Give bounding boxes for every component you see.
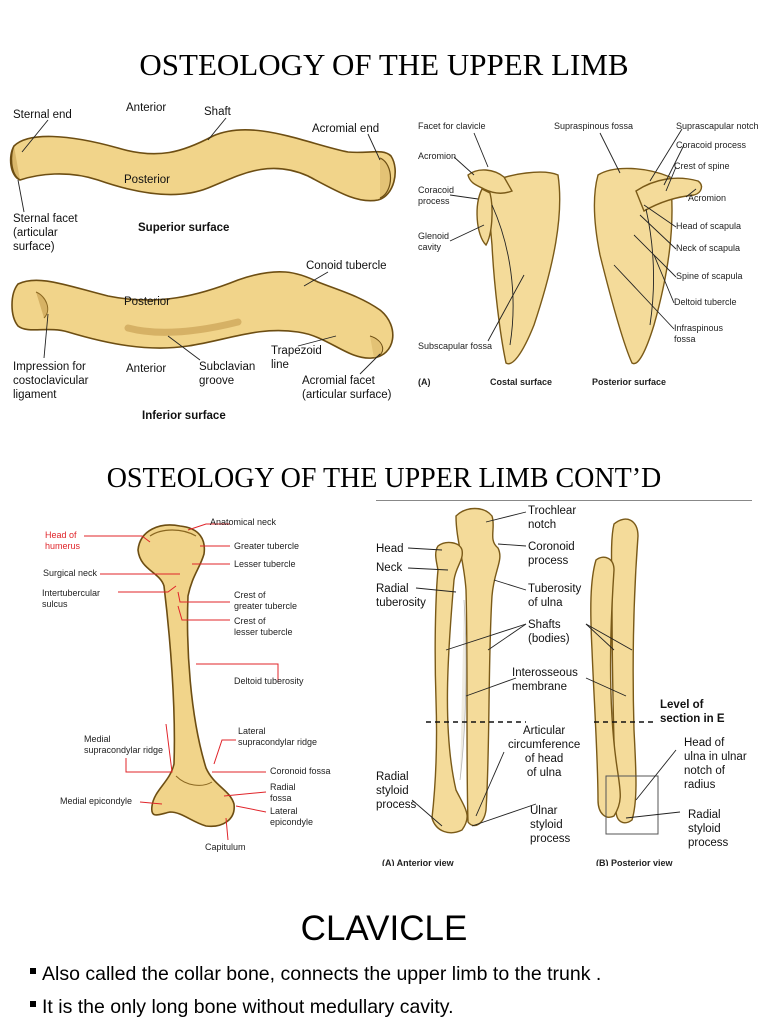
label-costal-surface: Costal surface [490, 377, 553, 387]
label-radial-styloid-anterior: Radial styloid process [376, 771, 417, 811]
forearm-illustration [376, 500, 752, 835]
label-neck-of-scapula: Neck of scapula [676, 243, 741, 253]
caption-posterior-view: (B) Posterior view [596, 858, 673, 866]
label-posterior-superior: Posterior [124, 174, 171, 186]
label-acromial-facet: Acromial facet (articular surface) [302, 375, 392, 401]
clavicle-figure: Sternal end Anterior Shaft Acromial end … [8, 96, 403, 431]
label-capitulum: Capitulum [205, 842, 246, 852]
label-deltoid-tuberosity: Deltoid tuberosity [234, 676, 304, 686]
label-coronoid-process: Coronoid process [528, 541, 575, 567]
label-posterior-surface: Posterior surface [592, 377, 667, 387]
label-acromion-posterior: Acromion [688, 193, 727, 203]
label-spine-of-scapula: Spine of scapula [676, 271, 743, 281]
label-shaft: Shaft [204, 106, 231, 118]
label-ulnar-styloid: Ulnar styloid process [530, 805, 571, 845]
label-medial-epicondyle: Medial epicondyle [60, 796, 133, 806]
bullet-square-icon [30, 1001, 36, 1007]
label-trochlear-notch: Trochlear notch [528, 505, 577, 531]
label-radial-styloid-posterior: Radial styloid process [688, 809, 729, 849]
label-coracoid-process-posterior: Coracoid process [676, 140, 747, 150]
label-inferior-surface: Inferior surface [142, 410, 226, 422]
label-lesser-tubercle: Lesser tubercle [234, 559, 296, 569]
label-shafts: Shafts (bodies) [528, 619, 570, 645]
caption-anterior-view: (A) Anterior view [382, 858, 454, 866]
label-tuberosity-of-ulna: Tuberosity of ulna [528, 583, 582, 609]
label-crest-of-spine: Crest of spine [674, 161, 730, 171]
bullet-text: Also called the collar bone, connects th… [42, 963, 602, 985]
slide-title-1: OSTEOLOGY OF THE UPPER LIMB [139, 47, 629, 82]
label-articular-circumference: Articular circumference of head of ulna [508, 725, 581, 779]
label-posterior-inferior: Posterior [124, 296, 171, 308]
label-supraspinous-fossa: Supraspinous fossa [554, 121, 634, 131]
bullet-item: It is the only long bone without medulla… [30, 995, 454, 1019]
scapula-illustration [449, 128, 703, 365]
label-sternal-facet: Sternal facet (articular surface) [13, 213, 78, 253]
label-impression-costoclavicular: Impression for costoclavicular ligament [13, 361, 89, 401]
label-anatomical-neck: Anatomical neck [210, 517, 277, 527]
label-conoid-tubercle: Conoid tubercle [306, 260, 387, 272]
label-crest-lesser-tubercle: Crest of lesser tubercle [234, 616, 293, 637]
label-medial-supracondylar-ridge: Medial supracondylar ridge [84, 734, 164, 755]
label-head-of-ulna: Head of ulna in ulnar notch of radius [684, 737, 747, 791]
humerus-figure: Head of humerus Anatomical neck Greater … [0, 506, 368, 862]
label-trapezoid-line: Trapezoid line [271, 345, 322, 371]
label-subclavian-groove: Subclavian groove [199, 361, 256, 387]
label-head: Head [376, 543, 404, 555]
scapula-figure: Facet for clavicle Supraspinous fossa Su… [414, 105, 760, 395]
label-radial-tuberosity: Radial tuberosity [376, 583, 426, 609]
label-head-of-humerus: Head of humerus [45, 530, 81, 551]
label-acromion-costal: Acromion [418, 151, 457, 161]
bullet-square-icon [30, 968, 36, 974]
label-intertubercular-sulcus: Intertubercular sulcus [42, 588, 101, 609]
label-head-of-scapula: Head of scapula [676, 221, 742, 231]
label-coracoid-process-costal: Coracoid process [418, 185, 455, 206]
label-anterior-inferior: Anterior [126, 363, 167, 375]
label-suprascapular-notch: Suprascapular notch [676, 121, 759, 131]
label-anterior-superior: Anterior [126, 102, 167, 114]
label-coronoid-fossa: Coronoid fossa [270, 766, 331, 776]
label-neck: Neck [376, 562, 403, 574]
bullet-text: It is the only long bone without medulla… [42, 996, 454, 1018]
label-greater-tubercle: Greater tubercle [234, 541, 300, 551]
label-lateral-epicondyle: Lateral epicondyle [270, 806, 314, 827]
label-acromial-end: Acromial end [312, 123, 380, 135]
label-level-of-section: Level of section in E [660, 699, 725, 725]
label-glenoid-cavity: Glenoid cavity [418, 231, 450, 252]
label-superior-surface: Superior surface [138, 222, 230, 234]
label-infraspinous-fossa: Infraspinous fossa [674, 323, 724, 344]
label-deltoid-tubercle: Deltoid tubercle [674, 297, 737, 307]
label-interosseous-membrane: Interosseous membrane [512, 667, 578, 693]
forearm-figure: Trochlear notch Head Coronoid process Ne… [376, 500, 752, 866]
label-subscapular-fossa: Subscapular fossa [418, 341, 493, 351]
label-lateral-supracondylar-ridge: Lateral supracondylar ridge [238, 726, 318, 747]
label-crest-greater-tubercle: Crest of greater tubercle [234, 590, 298, 611]
clavicle-illustration [9, 117, 396, 375]
humerus-illustration [84, 523, 279, 841]
slide-title-3: CLAVICLE [300, 909, 468, 948]
label-panel-a: (A) [418, 377, 431, 387]
label-radial-fossa: Radial fossa [270, 782, 296, 803]
label-sternal-end: Sternal end [13, 109, 72, 121]
bullet-item: Also called the collar bone, connects th… [30, 962, 601, 986]
label-facet-for-clavicle: Facet for clavicle [418, 121, 486, 131]
slide-title-2: OSTEOLOGY OF THE UPPER LIMB CONT’D [106, 463, 662, 494]
label-surgical-neck: Surgical neck [43, 568, 98, 578]
